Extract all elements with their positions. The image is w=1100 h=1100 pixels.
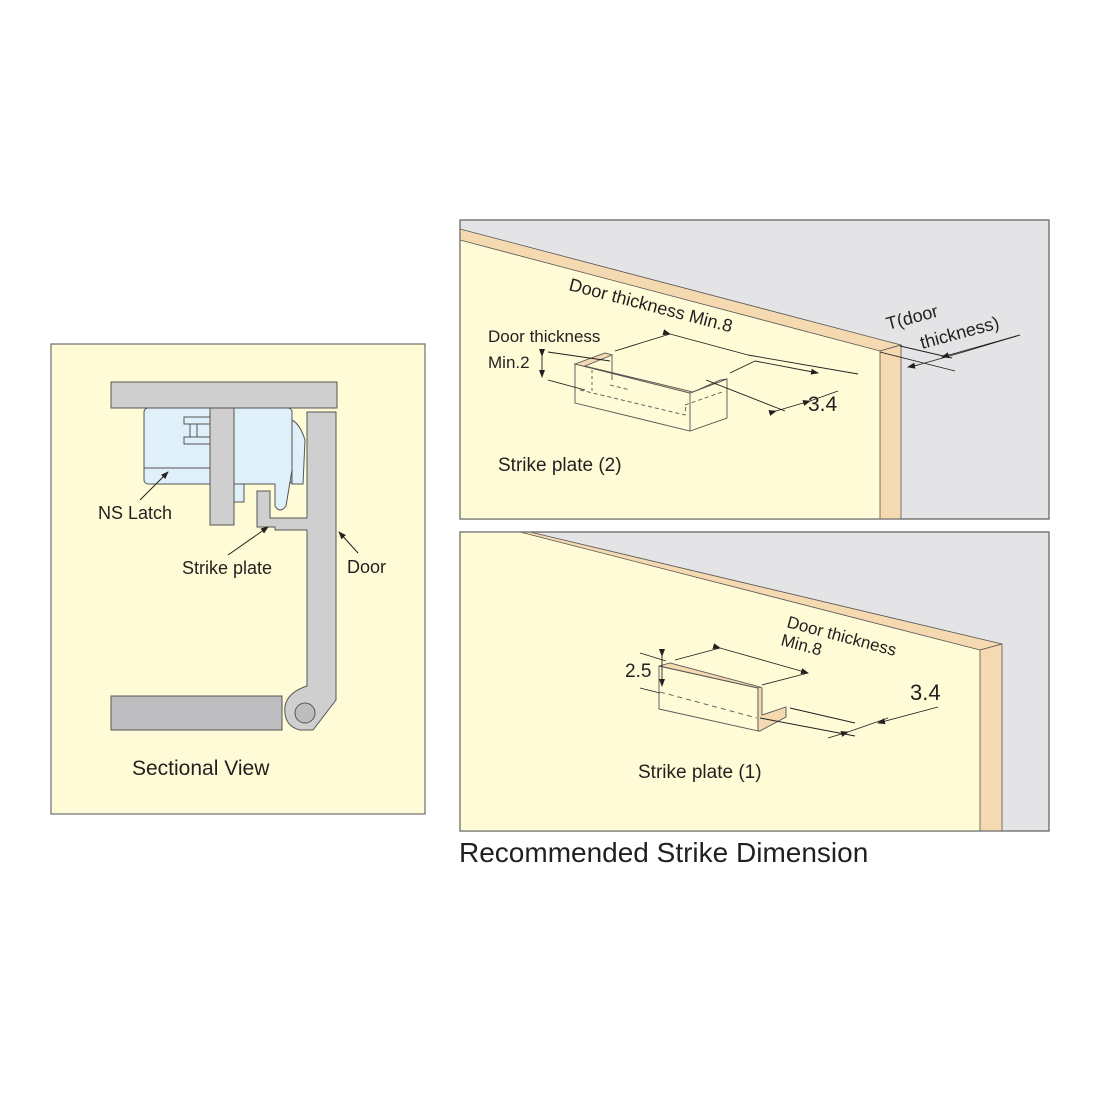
sp2-dim-height-label-line1: Door thickness (488, 327, 600, 346)
sp1-dim-height-label: 2.5 (625, 661, 651, 682)
sp2-dim-depth-label: 3.4 (808, 393, 838, 416)
sectional-view-panel: NS Latch Strike plate Door Sectional Vie… (50, 343, 426, 815)
cabinet-bottom-board (110, 695, 283, 731)
strike-plate-label: Strike plate (182, 558, 272, 578)
ns-latch-label: NS Latch (98, 503, 172, 523)
caption: Recommended Strike Dimension (459, 837, 868, 868)
sp2-dim-height-label-line2: Min.2 (488, 353, 530, 372)
hinge-pin (294, 702, 316, 724)
strike-plate-2-panel: Door thickness Min.2 Door thickness Min.… (459, 219, 1050, 520)
latch-mount-post (209, 407, 235, 526)
sp1-title: Strike plate (1) (638, 762, 762, 783)
strike-plate-2-shape (573, 352, 728, 432)
strike-plate-1-shape (658, 662, 787, 732)
strike-plate-1-panel: 2.5 Door thickness Min.8 3.4 Strike plat… (459, 531, 1050, 832)
cabinet-top-board (110, 381, 338, 409)
sp2-title: Strike plate (2) (498, 455, 622, 476)
door-label: Door (347, 557, 386, 577)
sectional-view-title: Sectional View (132, 757, 270, 780)
sp1-dim-depth-label: 3.4 (910, 680, 941, 705)
